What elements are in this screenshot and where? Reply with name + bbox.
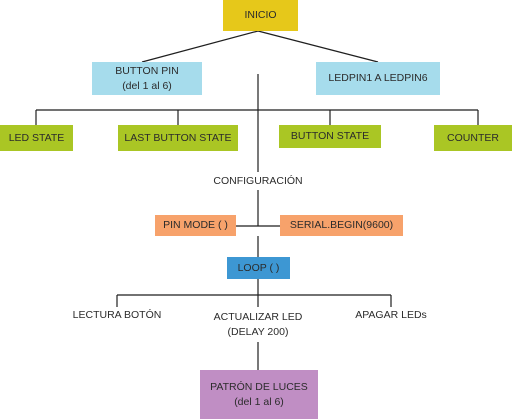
node-led-state-label: LED STATE <box>8 131 65 144</box>
node-actualizar-led-sublabel: (DELAY 200) <box>227 325 289 338</box>
node-button-pin-label: BUTTON PIN <box>115 65 179 78</box>
node-configuracion-label: CONFIGURACIÓN <box>213 174 303 187</box>
node-loop-label: LOOP ( ) <box>237 261 280 274</box>
connector-inicio-to-ledpin <box>257 30 379 63</box>
node-led-state: LED STATE <box>0 125 73 151</box>
node-patron-luces-label: PATRÓN DE LUCES <box>210 381 308 394</box>
node-patron-luces-sublabel: (del 1 al 6) <box>234 395 284 408</box>
connector-inicio-to-button-pin <box>141 30 259 63</box>
node-button-state: BUTTON STATE <box>279 125 381 148</box>
node-last-button-state-label: LAST BUTTON STATE <box>124 131 232 144</box>
node-button-pin: BUTTON PIN (del 1 al 6) <box>92 62 202 95</box>
node-actualizar-led: ACTUALIZAR LED (DELAY 200) <box>210 307 306 342</box>
node-counter: COUNTER <box>434 125 512 151</box>
node-lectura-boton: LECTURA BOTÓN <box>72 307 162 323</box>
node-ledpin: LEDPIN1 A LEDPIN6 <box>316 62 440 95</box>
node-apagar-leds: APAGAR LEDs <box>346 307 436 323</box>
node-serial-begin-label: SERIAL.BEGIN(9600) <box>289 219 394 232</box>
node-ledpin-label: LEDPIN1 A LEDPIN6 <box>328 72 428 85</box>
node-pin-mode: PIN MODE ( ) <box>155 215 236 236</box>
node-actualizar-led-label: ACTUALIZAR LED <box>213 311 303 324</box>
node-loop: LOOP ( ) <box>227 257 290 279</box>
node-patron-luces: PATRÓN DE LUCES (del 1 al 6) <box>200 370 318 419</box>
node-button-pin-sublabel: (del 1 al 6) <box>122 79 172 92</box>
node-apagar-leds-label: APAGAR LEDs <box>355 308 427 321</box>
node-lectura-boton-label: LECTURA BOTÓN <box>72 308 162 321</box>
node-button-state-label: BUTTON STATE <box>290 130 370 143</box>
node-inicio-label: INICIO <box>244 9 277 22</box>
node-counter-label: COUNTER <box>447 131 499 144</box>
node-last-button-state: LAST BUTTON STATE <box>118 125 238 151</box>
node-serial-begin: SERIAL.BEGIN(9600) <box>280 215 403 236</box>
node-pin-mode-label: PIN MODE ( ) <box>163 219 228 232</box>
node-configuracion: CONFIGURACIÓN <box>200 172 316 190</box>
node-inicio: INICIO <box>223 0 298 31</box>
